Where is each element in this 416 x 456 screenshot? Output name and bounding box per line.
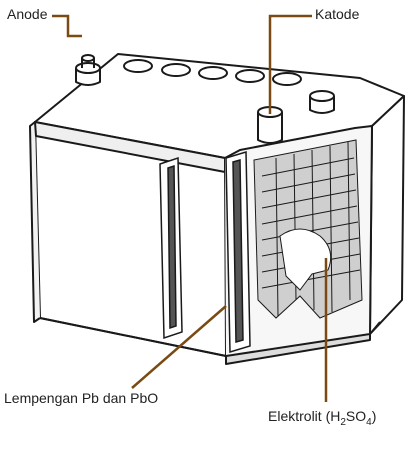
anode-leader	[52, 14, 82, 38]
anode-terminal	[75, 54, 101, 86]
katode-label: Katode	[315, 6, 360, 22]
anode-label: Anode	[7, 6, 48, 22]
electrolyte-subscript-h: 2	[340, 417, 346, 428]
screw-cap	[309, 90, 335, 114]
battery-left-edge	[29, 121, 41, 323]
electrolyte-subscript-o: 4	[366, 417, 372, 428]
battery-right-side	[369, 95, 405, 335]
katode-leader	[268, 14, 312, 114]
plates-leader	[131, 305, 227, 389]
electrolyte-label: Elektrolit (H2SO4)	[268, 408, 377, 428]
plate-groups	[159, 150, 251, 354]
electrolyte-suffix: )	[371, 408, 377, 424]
electrolyte-prefix: Elektrolit (H	[268, 408, 341, 424]
vent-caps	[123, 59, 302, 86]
leader-lines	[52, 14, 328, 402]
grid-plate	[253, 139, 363, 319]
katode-terminal	[257, 106, 283, 144]
plates-label: Lempengan Pb dan PbO	[4, 390, 159, 406]
electrolyte-mid: SO	[345, 408, 367, 424]
battery-base	[225, 334, 371, 365]
